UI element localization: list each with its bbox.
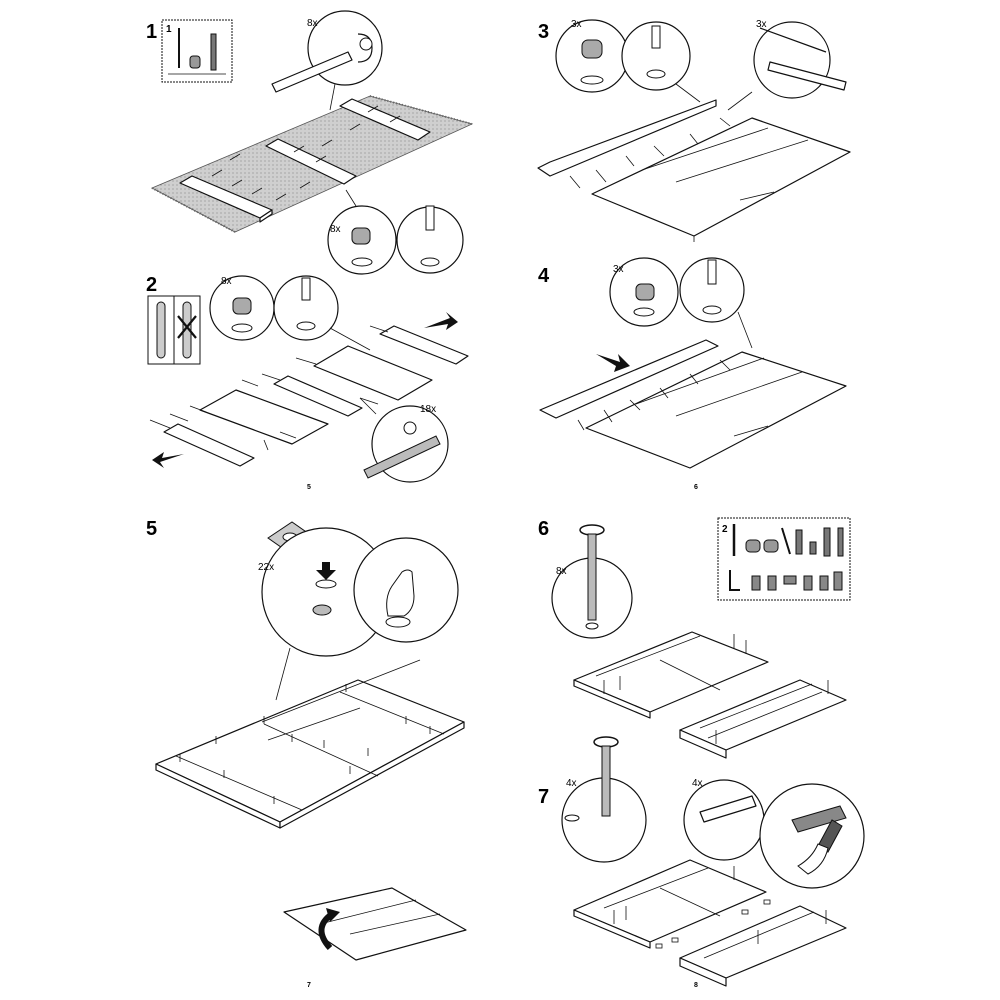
callout-quantity: 8x (307, 18, 318, 29)
screwdriver-icon (301, 277, 311, 301)
bed-base-assembled (155, 659, 465, 829)
parts-inset-box: 1 (161, 19, 233, 83)
cam-lock-icon (351, 227, 371, 245)
callout-quantity: 18x (420, 404, 436, 415)
bolt-icon (210, 33, 217, 71)
dowel-callout: 3x (727, 19, 847, 111)
glide-icon (312, 604, 332, 616)
cam-lock-icon (581, 39, 603, 59)
arrow-icon (596, 354, 630, 372)
step-4: 4 3x 6 (538, 257, 847, 491)
screwdriver-callout (396, 205, 464, 274)
hand-icon (386, 569, 415, 617)
step-number: 7 (538, 786, 549, 808)
callout-quantity: 3x (756, 19, 767, 30)
page-number: 6 (694, 484, 698, 491)
callout-quantity: 4x (692, 778, 703, 789)
callout-quantity: 3x (613, 264, 624, 275)
screwdriver-icon (425, 205, 435, 231)
bolt-icon (601, 745, 611, 817)
hammer-callout (759, 783, 865, 889)
leg-bolt-callout: 4x (561, 736, 647, 863)
bed-frame-sections (573, 859, 847, 987)
inset-label: 1 (166, 24, 172, 35)
bed-base-panels (539, 339, 847, 469)
cross-icon (177, 315, 197, 339)
screwdriver-icon (651, 25, 661, 49)
callout-quantity: 8x (330, 224, 341, 235)
screwdriver-icon (707, 259, 717, 285)
screwdriver-callout (679, 257, 753, 349)
leg-bolt-callout: 8x (551, 524, 633, 639)
exploded-panels (149, 312, 469, 468)
dowel-icon (767, 61, 847, 91)
step-number: 6 (538, 518, 549, 540)
callout-quantity: 22x (258, 562, 274, 573)
step-number: 5 (146, 518, 157, 540)
callout-quantity: 8x (221, 276, 232, 287)
page-number: 8 (694, 982, 698, 989)
bed-base-panels (537, 99, 851, 242)
cam-lock-icon (635, 283, 655, 301)
arrow-down-icon (316, 562, 336, 580)
screwdriver-callout (621, 21, 701, 103)
callout-quantity: 3x (571, 19, 582, 30)
step-6: 6 8x 2 (538, 517, 851, 759)
page-number: 7 (307, 982, 311, 989)
step-number: 2 (146, 274, 157, 296)
smooth-dowel-icon (182, 301, 192, 359)
cam-lock-callout: 8x (327, 189, 397, 275)
rail-panels (179, 98, 431, 223)
bracket-callout: 4x (683, 778, 765, 861)
dowel-orientation-box (147, 295, 201, 365)
arrow-icon (152, 452, 184, 468)
bed-frame-sections (573, 631, 847, 759)
step-number: 4 (538, 265, 550, 287)
step-number: 3 (538, 21, 549, 43)
hand-icon (797, 843, 829, 875)
callout-quantity: 4x (566, 778, 577, 789)
step-2: 2 8x (146, 274, 469, 491)
step-3: 3 3x 3x (537, 19, 851, 242)
parts-inset-box: 2 (717, 517, 851, 601)
callout-quantity: 8x (556, 566, 567, 577)
press-hand-callout (353, 537, 459, 643)
screwdriver-callout (273, 275, 371, 351)
dowel-icon (271, 51, 353, 93)
grooved-dowel-icon (156, 301, 166, 359)
wood-dowel-callout: 18x (359, 397, 449, 483)
glide-callout: 22x (258, 527, 391, 701)
step-7: 7 4x 4x (538, 736, 865, 989)
page-number: 5 (307, 484, 311, 491)
step-5: 5 22x (146, 518, 467, 989)
inset-label: 2 (722, 524, 728, 535)
arrow-icon (424, 312, 458, 330)
flip-over-icon (283, 887, 467, 961)
cam-lock-callout: 3x (609, 257, 679, 327)
step-number: 1 (146, 21, 157, 43)
cam-lock-icon (189, 55, 201, 69)
step-1: 1 1 8x (146, 10, 474, 275)
dowel-callout: 8x (271, 10, 383, 111)
bolt-icon (587, 533, 597, 621)
cam-lock-callout: 3x (555, 19, 629, 93)
cam-lock-callout: 8x (209, 275, 275, 341)
cam-lock-icon (232, 297, 252, 315)
dowel-icon (363, 435, 441, 479)
